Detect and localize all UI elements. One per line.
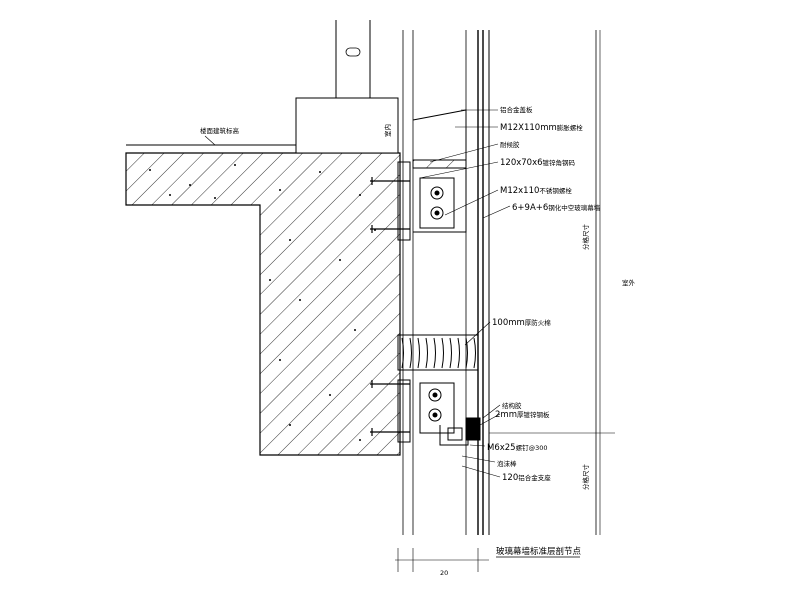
dimension-bottom xyxy=(395,548,489,572)
support-label: 120铝合金支座 xyxy=(502,473,551,483)
upper-bracket xyxy=(397,109,467,241)
floor-finish-label: 楼面建筑标高 xyxy=(200,126,240,135)
bolt-lower-label: M12x110不锈钢螺栓 xyxy=(500,186,572,196)
lower-bracket xyxy=(397,379,481,446)
anchor-bolts-lower xyxy=(370,380,410,436)
sealant-b-label: 结构胶 xyxy=(502,401,522,410)
concrete-slab xyxy=(125,152,401,456)
dim-upper-label: 分格尺寸 xyxy=(581,224,590,251)
aluminum-cover-label: 铝合金盖板 xyxy=(500,105,533,114)
fire-insulation-label: 100mm厚防火棉 xyxy=(492,318,551,328)
screw-label: M6x25螺钉@300 xyxy=(487,443,548,453)
sealant-a-label: 耐候胶 xyxy=(500,140,520,149)
leader-lines xyxy=(204,109,511,478)
dim-lower-label: 分格尺寸 xyxy=(581,464,590,491)
drawing-title: 玻璃幕墙标准层剖节点 xyxy=(496,546,582,557)
angle-steel-label: 120x70x6镀锌角钢码 xyxy=(500,158,576,168)
annotations: 楼面建筑标高 铝合金盖板 M12X110mm膨胀螺栓 耐候胶 120x70x6镀… xyxy=(200,105,636,577)
dim-bottom-label: 20 xyxy=(440,569,448,577)
steel-plate-label: 2mm厚镀锌钢板 xyxy=(495,410,550,420)
dimension-right xyxy=(489,30,615,535)
floor-finish xyxy=(126,144,296,154)
anchor-bolts-upper xyxy=(370,177,410,233)
bolt-upper-label: M12X110mm膨胀螺栓 xyxy=(500,123,583,133)
exterior-label: 室外 xyxy=(622,278,636,287)
glass-label: 6+9A+6钢化中空玻璃幕墙 xyxy=(512,203,601,213)
column-top xyxy=(335,20,371,98)
mullion-lines xyxy=(402,30,597,535)
interior-beam xyxy=(295,97,399,154)
fire-insulation xyxy=(397,334,479,371)
room-side-label: 室内 xyxy=(383,124,392,137)
foam-rod-label: 泡沫棒 xyxy=(497,459,517,468)
